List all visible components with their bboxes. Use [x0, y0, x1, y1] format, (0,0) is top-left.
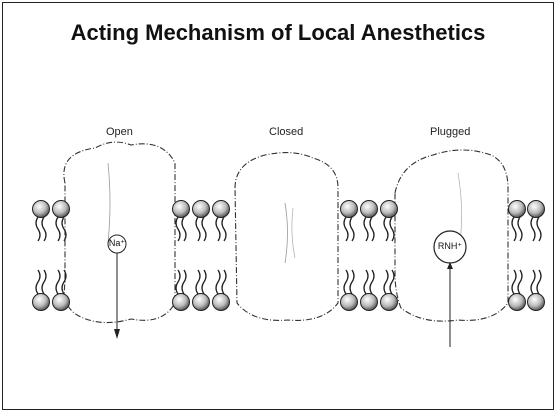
- lipid-group-left: [33, 201, 70, 311]
- channel-closed: [235, 153, 338, 321]
- arrow-down-icon: [114, 329, 120, 339]
- anesthetic-label: RNH⁺: [434, 241, 466, 252]
- label-plugged: Plugged: [430, 126, 470, 138]
- label-closed: Closed: [269, 126, 303, 138]
- lipid-group-center-right: [341, 201, 398, 311]
- membrane-diagram: [3, 3, 555, 411]
- lipid-group-right: [509, 201, 545, 311]
- label-open: Open: [106, 126, 133, 138]
- sodium-ion-label: Na⁺: [107, 238, 127, 249]
- lipid-group-center-left: [173, 201, 230, 311]
- slide-frame: Acting Mechanism of Local Anesthetics: [2, 2, 554, 410]
- channel-open: [64, 142, 175, 322]
